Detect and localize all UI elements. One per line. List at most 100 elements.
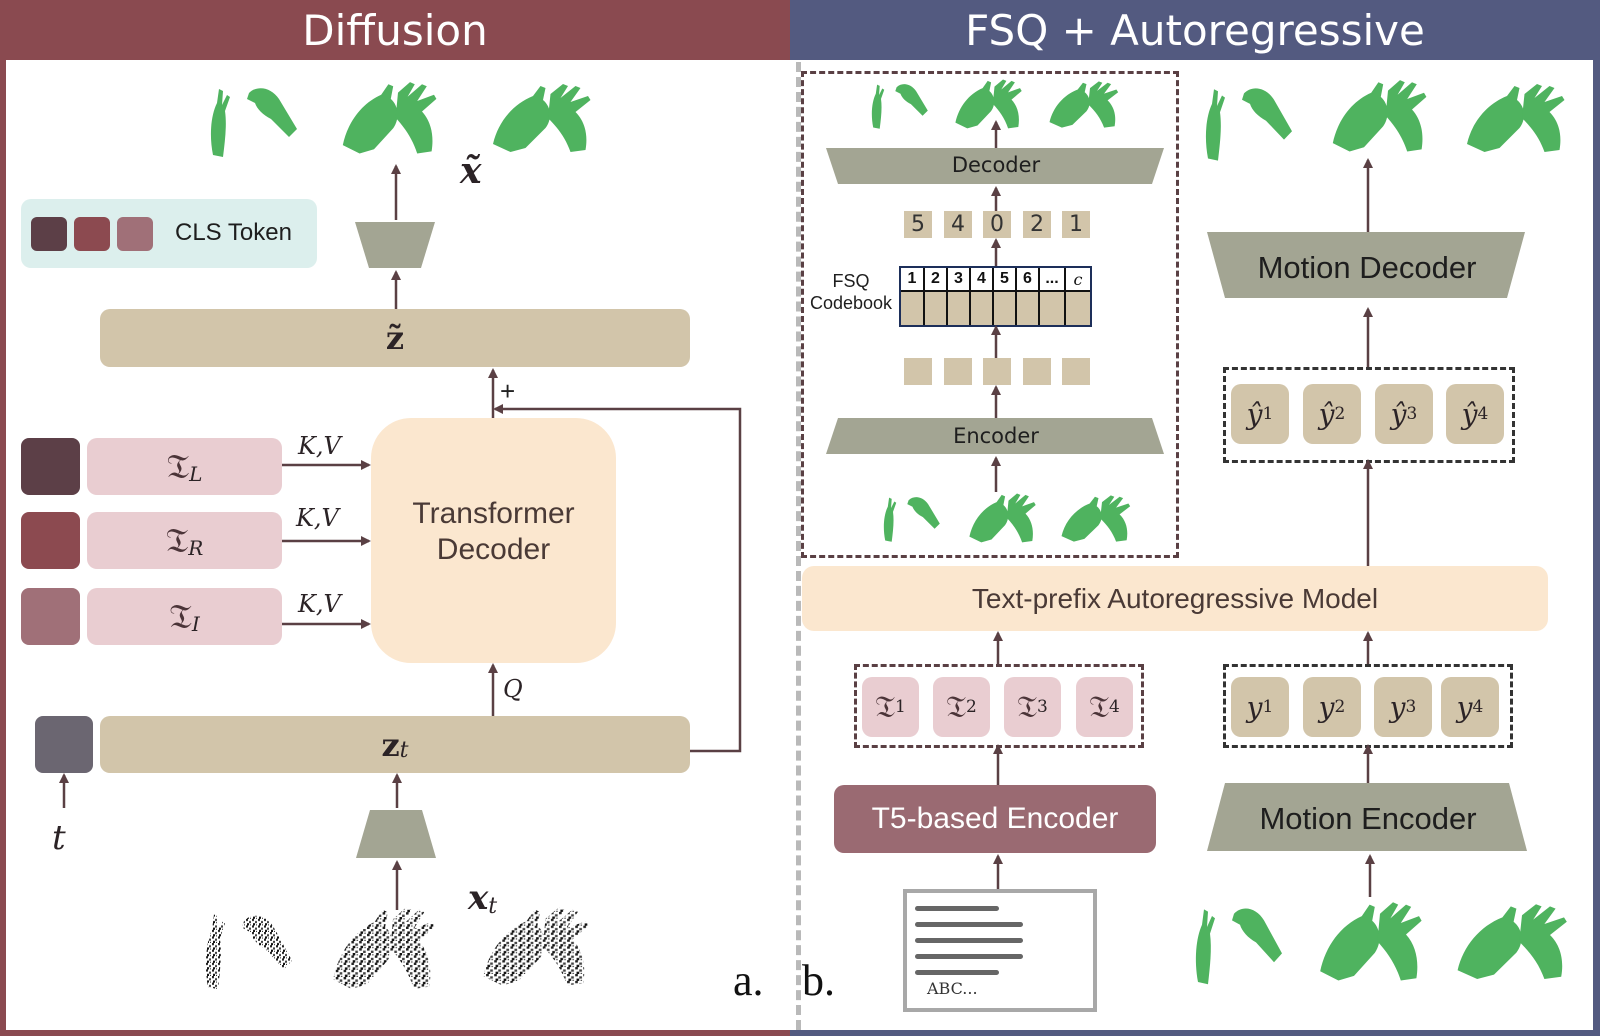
continuous-latent: [1062, 358, 1090, 385]
x-t-subscript: t: [488, 894, 498, 920]
continuous-latent: [983, 358, 1011, 385]
residual-plus-label: +: [500, 376, 516, 406]
codebook-cell: 1: [901, 268, 925, 290]
codebook-cell: 3: [948, 268, 971, 290]
vae-input-hand-3: [1061, 495, 1131, 542]
codebook-cell: 4: [971, 268, 994, 290]
vae-output-hand-1: [871, 84, 928, 129]
input-motion-hand-2: [1320, 902, 1422, 981]
fsq-codebook-label-line1: FSQ: [832, 271, 870, 291]
z-tilde-label: z̃: [385, 319, 405, 357]
timestep-token: [35, 716, 93, 773]
output-hand-pose-1: [210, 88, 297, 157]
token-symbol: ŷ: [1461, 397, 1478, 431]
codebook-cell: 6: [1017, 268, 1040, 290]
cls-token-label: CLS Token: [175, 219, 292, 246]
text-embedding-symbol: 𝔗: [165, 520, 189, 561]
motion-encoder: [1207, 783, 1527, 851]
vae-output-hand-2: [955, 79, 1022, 129]
token-symbol: 𝔗: [1017, 689, 1038, 725]
token-symbol: ŷ: [1246, 397, 1263, 431]
kv-label-right: K,V: [296, 504, 339, 532]
diffusion-title: Diffusion: [302, 6, 488, 55]
fsq-index: 2: [1023, 211, 1051, 238]
kv-label-interaction: K,V: [298, 590, 341, 618]
t5-encoder: T5-based Encoder: [834, 785, 1156, 853]
doc-line: [915, 922, 1023, 927]
cls-token-right: [21, 512, 80, 569]
codebook-header-row: 1 2 3 4 5 6 ... 𝑐: [901, 268, 1090, 292]
token-symbol: y: [1389, 690, 1406, 724]
panel-a-label: a.: [733, 956, 764, 1005]
token-superscript: 2: [1334, 404, 1346, 424]
token-superscript: 3: [1406, 404, 1418, 424]
vae-output-hand-3: [1049, 81, 1119, 128]
output-hand-pose-2: [342, 82, 437, 154]
fsq-codebook-label-line2: Codebook: [809, 293, 893, 313]
latent-decoder-trapezoid: [355, 222, 435, 268]
token-superscript: 4: [1472, 697, 1484, 717]
doc-line: [915, 970, 999, 975]
transformer-decoder: Transformer Decoder: [371, 418, 616, 663]
text-document: ABC...: [903, 889, 1097, 1012]
query-label: Q: [503, 675, 523, 703]
noisy-input-label: xt: [468, 878, 497, 919]
fsq-vae-box: [801, 71, 1179, 558]
token-superscript: 4: [1477, 404, 1489, 424]
doc-line: [915, 954, 1023, 959]
transformer-label-line2: Decoder: [436, 532, 551, 566]
codebook-cell: 2: [925, 268, 948, 290]
vae-encoder: [826, 418, 1164, 454]
text-prefix-ar-model: Text-prefix Autoregressive Model: [802, 566, 1548, 631]
vae-input-hand-1: [883, 497, 940, 542]
doc-caption: ABC...: [927, 979, 978, 998]
token-symbol: y: [1318, 690, 1335, 724]
cls-swatch-right: [74, 217, 110, 251]
cls-swatch-interaction: [117, 217, 153, 251]
token-symbol: 𝔗: [1089, 689, 1110, 725]
denoised-latent-bar: z̃: [100, 309, 690, 367]
motion-encoder-label: Motion Encoder: [1259, 801, 1477, 836]
token-symbol: 𝔗: [946, 689, 967, 725]
cls-token-left: [21, 438, 80, 495]
token-symbol: y: [1246, 690, 1263, 724]
continuous-latent: [904, 358, 932, 385]
token-superscript: 1: [1262, 697, 1274, 717]
fsq-index: 0: [983, 211, 1011, 238]
output-x-tilde-label: x̃: [460, 150, 482, 192]
z-t-symbol: z: [381, 725, 400, 764]
cls-token-interaction: [21, 588, 80, 645]
t5-encoder-label: T5-based Encoder: [871, 802, 1119, 835]
motion-decoder: [1207, 232, 1525, 298]
token-superscript: 2: [966, 697, 977, 717]
fsq-index: 5: [904, 211, 932, 238]
text-embedding-subscript: I: [191, 611, 200, 636]
generated-hand-pose-1: [1205, 88, 1292, 161]
input-motion-hand-3: [1457, 904, 1567, 979]
fsq-codebook: 1 2 3 4 5 6 ... 𝑐: [899, 266, 1092, 327]
panel-separator: [796, 62, 801, 1030]
fsq-index: 1: [1062, 211, 1090, 238]
output-hand-pose-3: [493, 84, 591, 152]
noisy-hand-pose-1: [205, 914, 292, 990]
text-embedding-subscript: L: [189, 461, 203, 486]
token-symbol: ŷ: [1318, 397, 1335, 431]
panel-b-label: b.: [802, 956, 835, 1005]
token-superscript: 1: [1262, 404, 1274, 424]
latent-encoder-trapezoid: [356, 810, 436, 858]
generated-hand-pose-3: [1467, 84, 1565, 152]
